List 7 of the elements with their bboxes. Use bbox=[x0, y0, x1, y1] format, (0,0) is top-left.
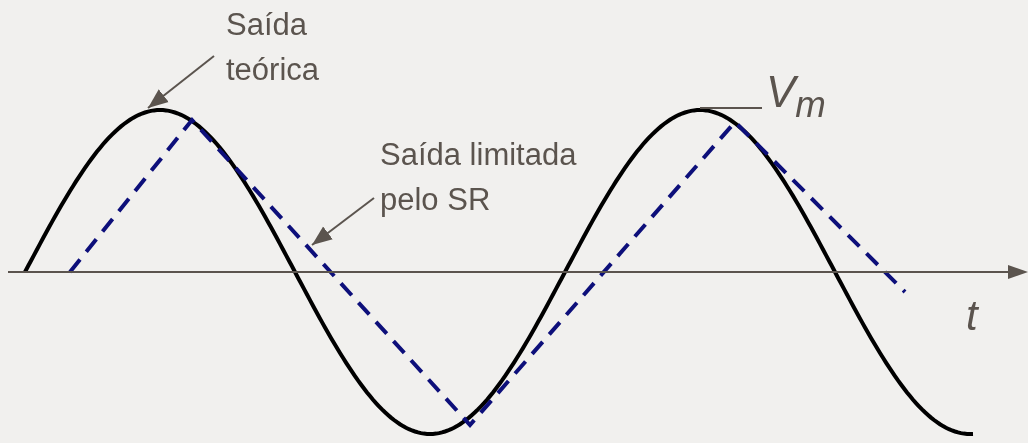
annotation-label: Saída limitada pelo SR bbox=[380, 132, 640, 222]
annotation-label: V$_{m}$ bbox=[766, 62, 836, 135]
leader-line bbox=[311, 197, 375, 246]
annotation-label: Saída teórica bbox=[226, 2, 356, 92]
axis-label: t bbox=[966, 291, 978, 341]
leader-line bbox=[147, 55, 215, 109]
leader-line bbox=[699, 107, 763, 109]
